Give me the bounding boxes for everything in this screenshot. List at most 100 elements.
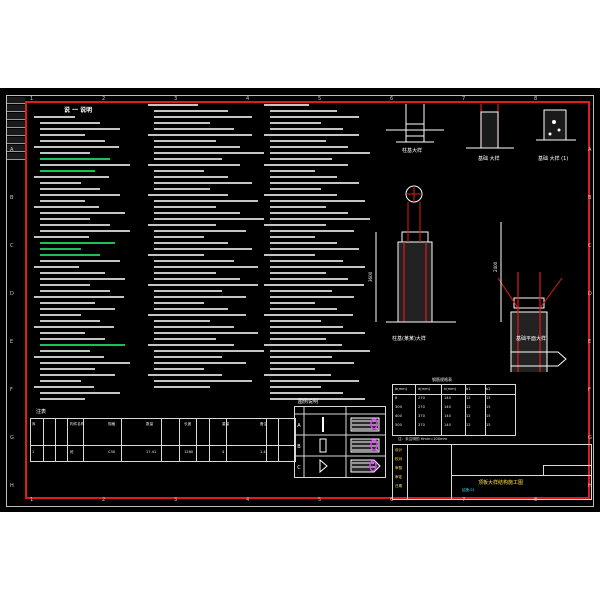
spec-cell: 15 xyxy=(486,423,491,427)
note-line xyxy=(154,140,216,142)
spec-cell: 12 xyxy=(466,414,471,418)
note-line xyxy=(270,302,315,304)
note-line xyxy=(154,356,222,358)
note-line xyxy=(264,284,364,286)
svg-text:基础 大样: 基础 大样 xyxy=(478,155,500,162)
legend-hatch-2 xyxy=(350,438,380,453)
note-line xyxy=(270,128,343,130)
detail-top-left: 柱基大样 xyxy=(386,104,444,154)
spec-table xyxy=(392,384,516,436)
revision-block xyxy=(7,97,25,160)
note-line xyxy=(154,296,246,298)
note-line xyxy=(154,386,210,388)
note-line xyxy=(154,308,228,310)
legend-hatch-1 xyxy=(350,417,380,432)
grid-label-1: 1 xyxy=(30,497,34,503)
note-line xyxy=(40,170,96,172)
note-line xyxy=(40,362,130,364)
material-cell: 4 xyxy=(222,450,225,454)
note-line xyxy=(40,140,106,142)
note-line xyxy=(40,368,96,370)
note-line xyxy=(40,194,121,196)
note-line xyxy=(40,380,81,382)
detail-top-right: 基础 大样 (1) xyxy=(536,109,576,162)
note-line xyxy=(270,320,321,322)
note-line xyxy=(270,170,315,172)
note-line xyxy=(148,374,222,376)
note-line xyxy=(154,158,222,160)
note-line xyxy=(270,362,354,364)
note-line xyxy=(154,212,240,214)
note-line xyxy=(270,200,365,202)
note-line xyxy=(270,392,343,394)
note-line xyxy=(270,338,326,340)
grid-label-2: 2 xyxy=(102,96,106,102)
note-line xyxy=(270,122,321,124)
svg-text:3600: 3600 xyxy=(368,271,373,282)
grid-label-F: F xyxy=(588,387,591,393)
note-line xyxy=(40,302,96,304)
title-block-field: 设计 xyxy=(395,448,403,452)
material-cell: 17.41 xyxy=(146,450,157,454)
spec-header: b1 xyxy=(466,387,471,391)
grid-label-7: 7 xyxy=(462,497,466,503)
note-line xyxy=(270,398,365,400)
note-line xyxy=(270,152,370,154)
note-line xyxy=(154,188,210,190)
note-line xyxy=(270,296,354,298)
grid-label-7: 7 xyxy=(462,96,466,102)
note-line xyxy=(270,272,326,274)
material-cell: 1280 xyxy=(184,450,194,454)
grid-label-E: E xyxy=(588,339,592,345)
note-line xyxy=(154,368,204,370)
note-line xyxy=(154,176,228,178)
note-line xyxy=(270,326,343,328)
note-line xyxy=(40,320,101,322)
spec-cell: 370 xyxy=(418,423,425,427)
note-line xyxy=(154,182,252,184)
note-line xyxy=(148,254,204,256)
material-header: 规格 xyxy=(108,422,116,426)
note-line xyxy=(270,290,332,292)
note-line xyxy=(270,380,359,382)
note-line xyxy=(40,224,111,226)
note-line xyxy=(34,146,120,148)
material-cell: 1 xyxy=(32,450,35,454)
material-cell: 1.4 xyxy=(260,450,266,454)
note-line xyxy=(270,248,359,250)
spec-cell: 12 xyxy=(466,405,471,409)
note-line xyxy=(154,236,204,238)
note-line xyxy=(40,164,130,166)
grid-label-C: C xyxy=(588,243,592,249)
note-line xyxy=(264,104,309,106)
note-line xyxy=(40,278,126,280)
note-line xyxy=(270,386,321,388)
grid-label-2: 2 xyxy=(102,497,106,503)
note-line xyxy=(270,188,321,190)
note-line xyxy=(154,338,216,340)
note-line xyxy=(154,248,252,250)
material-header: 长度 xyxy=(184,422,192,426)
material-header: 数量 xyxy=(146,422,154,426)
note-line xyxy=(148,164,240,166)
note-line xyxy=(264,374,331,376)
note-line xyxy=(270,350,370,352)
note-line xyxy=(154,320,210,322)
material-table-label: 注表 xyxy=(36,409,47,415)
note-line xyxy=(40,332,86,334)
note-line xyxy=(40,350,91,352)
note-line xyxy=(270,308,337,310)
title-block-field: 审核 xyxy=(395,466,403,470)
note-line xyxy=(154,230,246,232)
note-line xyxy=(154,206,216,208)
note-line xyxy=(154,152,264,154)
spec-cell: 12 xyxy=(466,423,471,427)
note-line xyxy=(270,110,337,112)
grid-label-D: D xyxy=(10,291,14,297)
note-line xyxy=(270,236,315,238)
note-line xyxy=(148,344,234,346)
note-line xyxy=(148,134,252,136)
note-line xyxy=(270,212,348,214)
note-line xyxy=(40,182,81,184)
material-header: 构件名称 xyxy=(70,422,85,426)
